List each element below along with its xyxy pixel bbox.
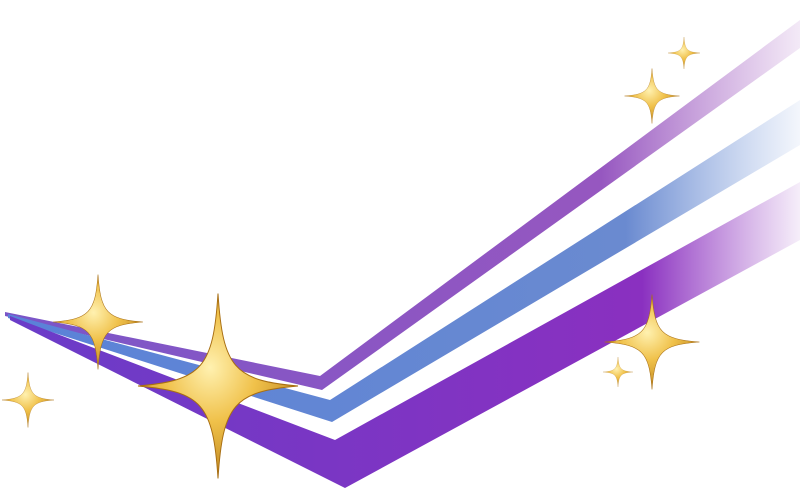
upper-stripe: [5, 20, 800, 390]
sparkle-top-right-tiny: [667, 36, 701, 70]
sparkle-top-right: [624, 68, 680, 124]
lower-stripe: [10, 182, 800, 488]
sparkle-right-small: [602, 356, 634, 388]
middle-stripe: [8, 100, 800, 422]
sparkle-small-left: [1, 372, 55, 428]
